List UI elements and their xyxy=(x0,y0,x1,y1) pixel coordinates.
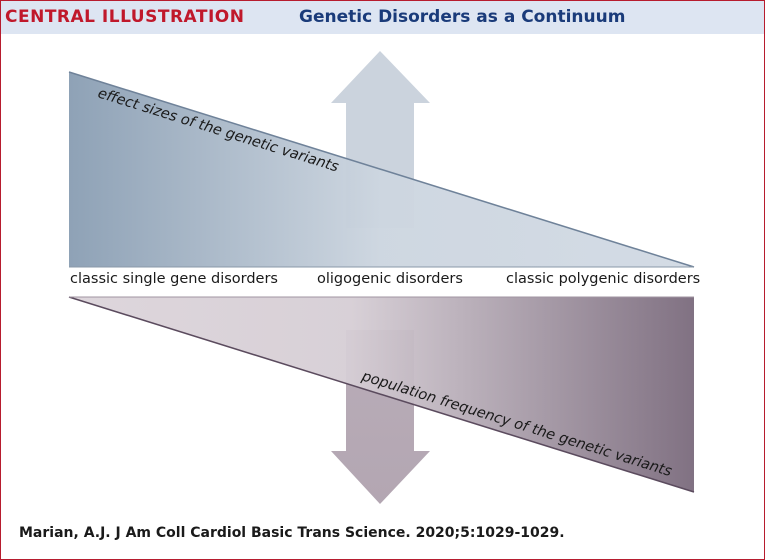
category-polygenic: classic polygenic disorders xyxy=(506,271,701,287)
header-bar: CENTRAL ILLUSTRATION Genetic Disorders a… xyxy=(1,1,764,34)
population-frequency-wedge-edge xyxy=(68,296,695,493)
effect-size-wedge-edge xyxy=(68,71,695,268)
central-illustration-kicker: CENTRAL ILLUSTRATION xyxy=(5,7,245,27)
citation: Marian, A.J. J Am Coll Cardiol Basic Tra… xyxy=(19,525,565,541)
page-title: Genetic Disorders as a Continuum xyxy=(299,7,626,27)
category-oligogenic: oligogenic disorders xyxy=(317,271,463,287)
category-single-gene: classic single gene disorders xyxy=(70,271,278,287)
